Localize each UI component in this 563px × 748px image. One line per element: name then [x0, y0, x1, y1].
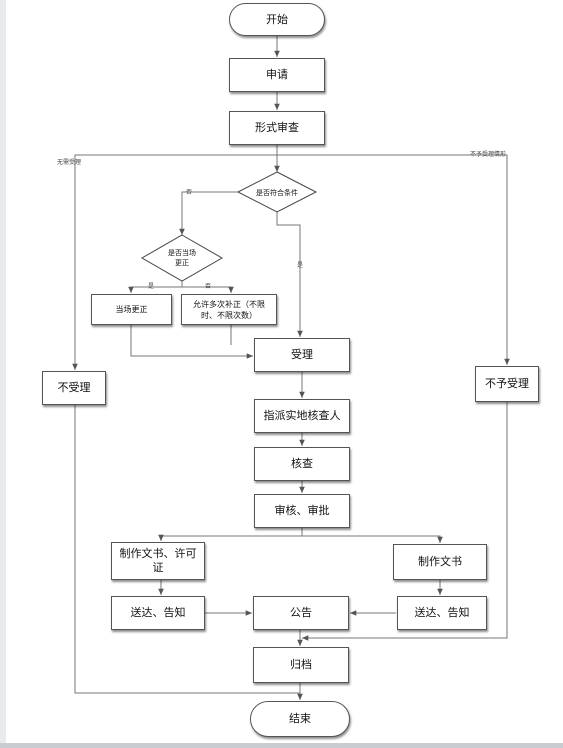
deliver-right-node: 送达、告知: [397, 596, 487, 630]
apply-node: 申请: [229, 58, 325, 92]
edge-cond-yes: [276, 212, 303, 337]
verify-node: 核查: [254, 447, 350, 481]
not-accept-right-node: 不予受理: [475, 366, 539, 402]
decision-conditions-diamond: [236, 171, 318, 213]
announce-node: 公告: [253, 596, 349, 630]
decision-correct-text-1: 是否当场: [168, 248, 196, 257]
edge-label-left-branch: 无需受理: [57, 159, 82, 166]
edge-correct-no: [181, 281, 234, 293]
edge-label-right-branch: 不予受理情形: [470, 151, 507, 158]
edge-review-makedoc: [302, 535, 443, 543]
not-accept-left-node: 不受理: [42, 371, 106, 405]
assign-inspector-node: 指派实地核查人: [254, 399, 350, 433]
review-approve-node: 审核、审批: [254, 494, 350, 528]
edge-review-notaccept-left: [72, 154, 277, 370]
edge-label-cond-yes: 是: [297, 262, 304, 269]
edge-review-makedocpermit: [158, 528, 303, 541]
end-node: 结束: [250, 701, 350, 737]
allow-supplement-node: 允许多次补正（不限时、不限次数）: [181, 294, 277, 325]
make-doc-node: 制作文书: [393, 544, 487, 580]
decision-correct-text-2: 更正: [175, 259, 189, 267]
edge-correct-yes: [128, 281, 183, 293]
decision-conditions-text: 是否符合条件: [256, 188, 298, 197]
accept-node: 受理: [254, 338, 350, 372]
archive-node: 归档: [253, 647, 349, 683]
correct-on-site-node: 当场更正: [91, 294, 172, 325]
start-node: 开始: [229, 3, 325, 36]
edge-review-notaccept-right: [277, 154, 510, 365]
edge-correct-accept: [130, 325, 253, 359]
edge-notaccept-left-end: [74, 405, 300, 694]
edge-label-correct-yes: 是: [148, 283, 155, 290]
edge-label-cond-no: 否: [186, 189, 193, 196]
edge-notaccept-right-archive: [302, 402, 508, 641]
edge-label-correct-no: 否: [205, 283, 212, 290]
decision-correct-diamond: [140, 234, 224, 282]
formal-review-node: 形式审查: [229, 111, 325, 145]
make-doc-permit-node: 制作文书、许可证: [111, 542, 205, 580]
edge-cond-no: [179, 191, 238, 235]
deliver-left-node: 送达、告知: [111, 596, 205, 630]
